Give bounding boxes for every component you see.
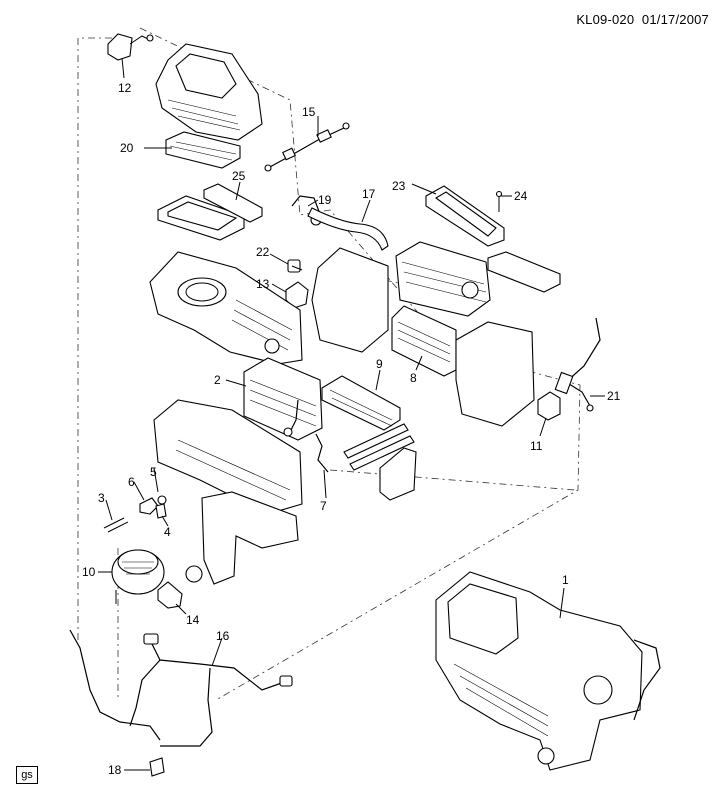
callout-2: 2 — [214, 373, 221, 387]
part-1-hvac-module-assembly — [435, 571, 661, 771]
part-8-heater-core — [391, 305, 457, 377]
part-10-blower-motor — [111, 549, 165, 604]
callout-10: 10 — [82, 565, 96, 579]
callout-24: 24 — [514, 189, 528, 203]
part-7-tube — [315, 433, 329, 473]
callout-3: 3 — [98, 491, 105, 505]
gs-badge: gs — [16, 766, 38, 784]
blower-bracket — [185, 491, 299, 585]
part-20-cabin-filter — [165, 131, 241, 169]
callout-20: 20 — [120, 141, 134, 155]
part-2-evaporator — [243, 357, 323, 441]
part-21-harness — [554, 317, 601, 412]
part-12-mode-actuator — [107, 33, 154, 61]
callout-12: 12 — [118, 81, 132, 95]
callout-15: 15 — [302, 105, 316, 119]
callout-9: 9 — [376, 357, 383, 371]
callout-21: 21 — [607, 389, 621, 403]
callout-22: 22 — [256, 245, 270, 259]
side-case-housing — [455, 251, 561, 427]
part-18-connector — [149, 757, 165, 777]
callout-6: 6 — [128, 475, 135, 489]
callout-13: 13 — [256, 277, 270, 291]
callout-23: 23 — [392, 179, 406, 193]
callout-18: 18 — [108, 763, 122, 777]
part-9-heater-core — [321, 375, 415, 471]
callout-1: 1 — [562, 573, 569, 587]
upper-case-housing — [149, 251, 303, 365]
part-20-filter-door-housing — [155, 43, 263, 141]
part-11-actuator — [537, 391, 561, 421]
callout-16: 16 — [216, 629, 230, 643]
part-16-wiring-harness — [69, 629, 293, 747]
part-24-screw — [495, 190, 503, 212]
part-6-sensor — [139, 497, 159, 515]
part-4-clip — [155, 503, 167, 519]
diagram-date: 01/17/2007 — [641, 12, 709, 27]
leader-lines — [98, 57, 605, 771]
callout-7: 7 — [320, 499, 327, 513]
diagram-code: KL09-020 — [576, 12, 635, 27]
bracket — [379, 447, 417, 501]
part-22-clip — [287, 259, 303, 273]
part-17-drain-hose — [307, 207, 389, 251]
diagram-header: KL09-020 01/17/2007 — [576, 12, 709, 27]
callout-8: 8 — [410, 371, 417, 385]
part-25-filter-frame — [157, 183, 263, 241]
callout-11: 11 — [530, 439, 543, 453]
part-15-sensor — [264, 122, 350, 172]
part-14-resistor — [157, 581, 183, 609]
mode-door-module — [311, 241, 491, 353]
callout-19: 19 — [318, 193, 332, 207]
callout-17: 17 — [362, 187, 376, 201]
callout-labels: 12 20 15 25 19 17 23 24 22 13 2 9 8 21 1… — [82, 81, 621, 777]
part-5-seal — [157, 495, 167, 505]
part-3-screws — [103, 517, 129, 533]
callout-5: 5 — [150, 465, 157, 479]
lower-case-housing — [153, 399, 303, 515]
callout-4: 4 — [164, 525, 171, 539]
callout-14: 14 — [186, 613, 200, 627]
callout-25: 25 — [232, 169, 246, 183]
part-13-actuator — [285, 281, 309, 309]
part-23-duct-seal — [425, 185, 505, 247]
